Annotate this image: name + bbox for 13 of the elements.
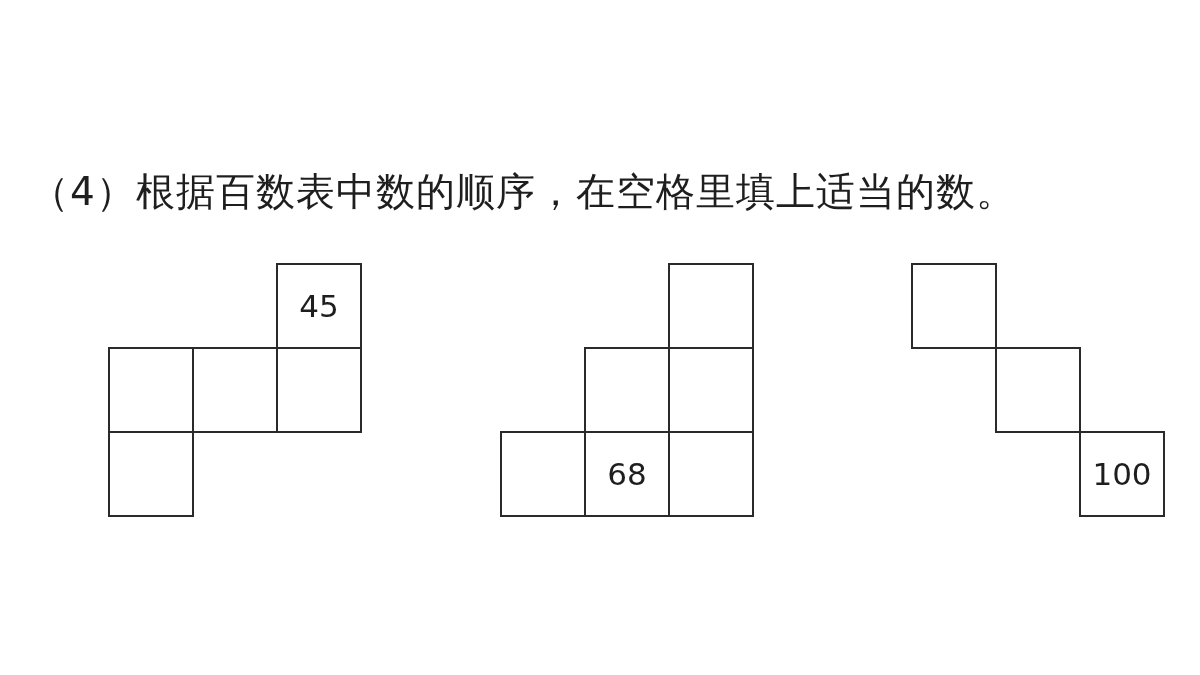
question-text: （4）根据百数表中数的顺序，在空格里填上适当的数。 xyxy=(30,168,1016,216)
answer-box xyxy=(108,431,194,517)
number-cell: 45 xyxy=(276,263,362,349)
answer-box xyxy=(108,347,194,433)
answer-box xyxy=(192,347,278,433)
answer-box xyxy=(668,263,754,349)
number-cell: 100 xyxy=(1079,431,1165,517)
answer-box xyxy=(668,431,754,517)
answer-box xyxy=(500,431,586,517)
answer-box xyxy=(911,263,997,349)
answer-box xyxy=(276,347,362,433)
answer-box xyxy=(584,347,670,433)
answer-box xyxy=(995,347,1081,433)
